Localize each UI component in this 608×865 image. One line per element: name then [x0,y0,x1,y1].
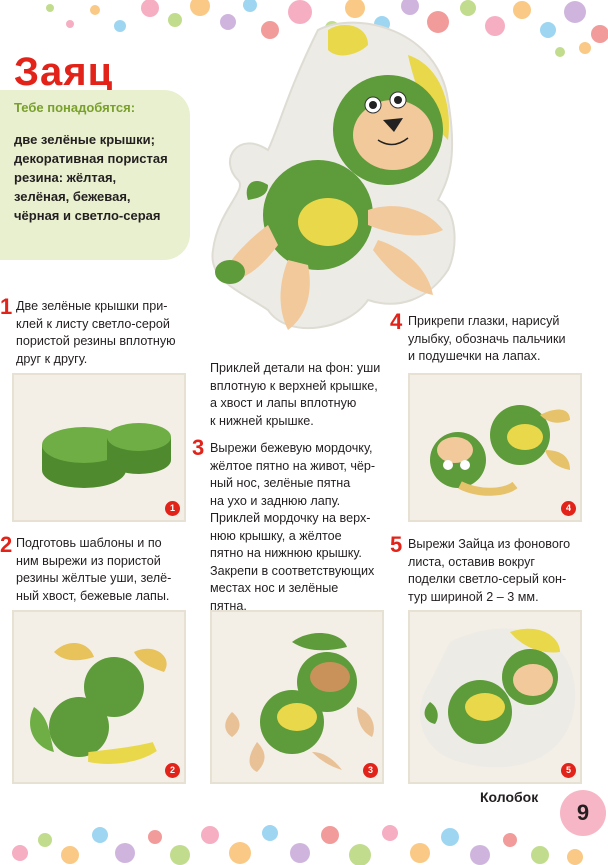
text-line: нюю крышку, а жёлтое [210,528,342,543]
text-line: друг к другу. [16,351,88,366]
step-2-photo: 2 [12,610,186,784]
text-line: улыбку, обозначь пальчики [408,331,566,346]
text-line: Вырежи Зайца из фонового [408,537,571,551]
text-line: поделки светло-серый кон- [408,572,567,586]
step-4-text: Прикрепи глазки, нарисуй улыбку, обознач… [408,313,598,366]
step-number: 2 [0,532,13,557]
text-line: листа, оставив вокруг [408,554,535,569]
step-1-text: Две зелёные крышки при- клей к листу све… [16,298,196,368]
text-line: а хвост и лапы вплотную [210,396,357,410]
text-line: к нижней крышке. [210,413,314,428]
text-line: тур шириной 2 – 3 мм. [408,589,539,604]
page-number: 9 [576,800,590,825]
bottom-dots-decoration [0,795,608,865]
text-line: ный хвост, бежевые лапы. [16,588,170,603]
step-number: 1 [0,294,13,319]
text-line: пятна. [210,598,247,613]
photo-number-badge: 1 [165,501,180,516]
step-number: 5 [390,532,403,557]
step-4-photo: 4 [408,373,582,522]
text-line: ный нос, зелёные пятна [210,476,351,490]
photo-number-badge: 4 [561,501,576,516]
step-5-text: Вырежи Зайца из фонового листа, оставив … [408,536,598,606]
materials-line: резина: жёлтая, [14,170,117,185]
photo-number-badge: 5 [561,763,576,778]
materials-heading: Тебе понадобятся: [14,100,136,115]
text-line: пористой резины вплотную [16,334,176,348]
materials-list: две зелёные крышки; декоративная пориста… [14,130,190,225]
text-line: Прикрепи глазки, нарисуй [408,314,560,328]
text-line: жёлтое пятно на живот, чёр- [210,458,376,473]
photo-number-badge: 2 [165,763,180,778]
text-line: Подготовь шаблоны и по [16,536,162,550]
text-line: Закрепи в соответствующих [210,563,375,578]
text-line: Приклей мордочку на верх- [210,511,371,525]
book-title: Колобок [480,789,539,805]
text-line: Вырежи бежевую мордочку, [210,441,373,455]
step-5-photo: 5 [408,610,582,784]
step-number: 4 [390,309,403,334]
page-title: Заяц [14,50,114,94]
text-line: резины жёлтые уши, зелё- [16,571,172,585]
text-line: ним вырежи из пористой [16,553,161,568]
materials-line: чёрная и светло-серая [14,208,161,223]
step-1-photo: 1 [12,373,186,522]
text-line: клей к листу светло-серой [16,316,170,331]
step-3-photo: 3 [210,610,384,784]
photo-number-badge: 3 [363,763,378,778]
text-line: вплотную к верхней крышке, [210,378,378,393]
text-line: на ухо и заднюю лапу. [210,493,341,508]
page-number-badge: 9 [560,790,606,836]
step-2-text: Подготовь шаблоны и по ним вырежи из пор… [16,535,196,605]
text-line: пятно на нижнюю крышку. [210,546,362,560]
text-line: Приклей детали на фон: уши [210,361,381,375]
bunny-craft-illustration [211,21,456,330]
materials-line: две зелёные крышки; [14,132,155,147]
text-line: и подушечки на лапах. [408,349,541,363]
materials-line: зелёная, бежевая, [14,189,131,204]
step-2-continued-text: Приклей детали на фон: уши вплотную к ве… [210,360,400,430]
step-number: 3 [192,435,205,460]
text-line: местах нос и зелёные [210,581,339,595]
materials-line: декоративная пористая [14,151,168,166]
step-3-text: Вырежи бежевую мордочку, жёлтое пятно на… [210,440,400,615]
materials-box [0,90,190,260]
text-line: Две зелёные крышки при- [16,299,168,313]
